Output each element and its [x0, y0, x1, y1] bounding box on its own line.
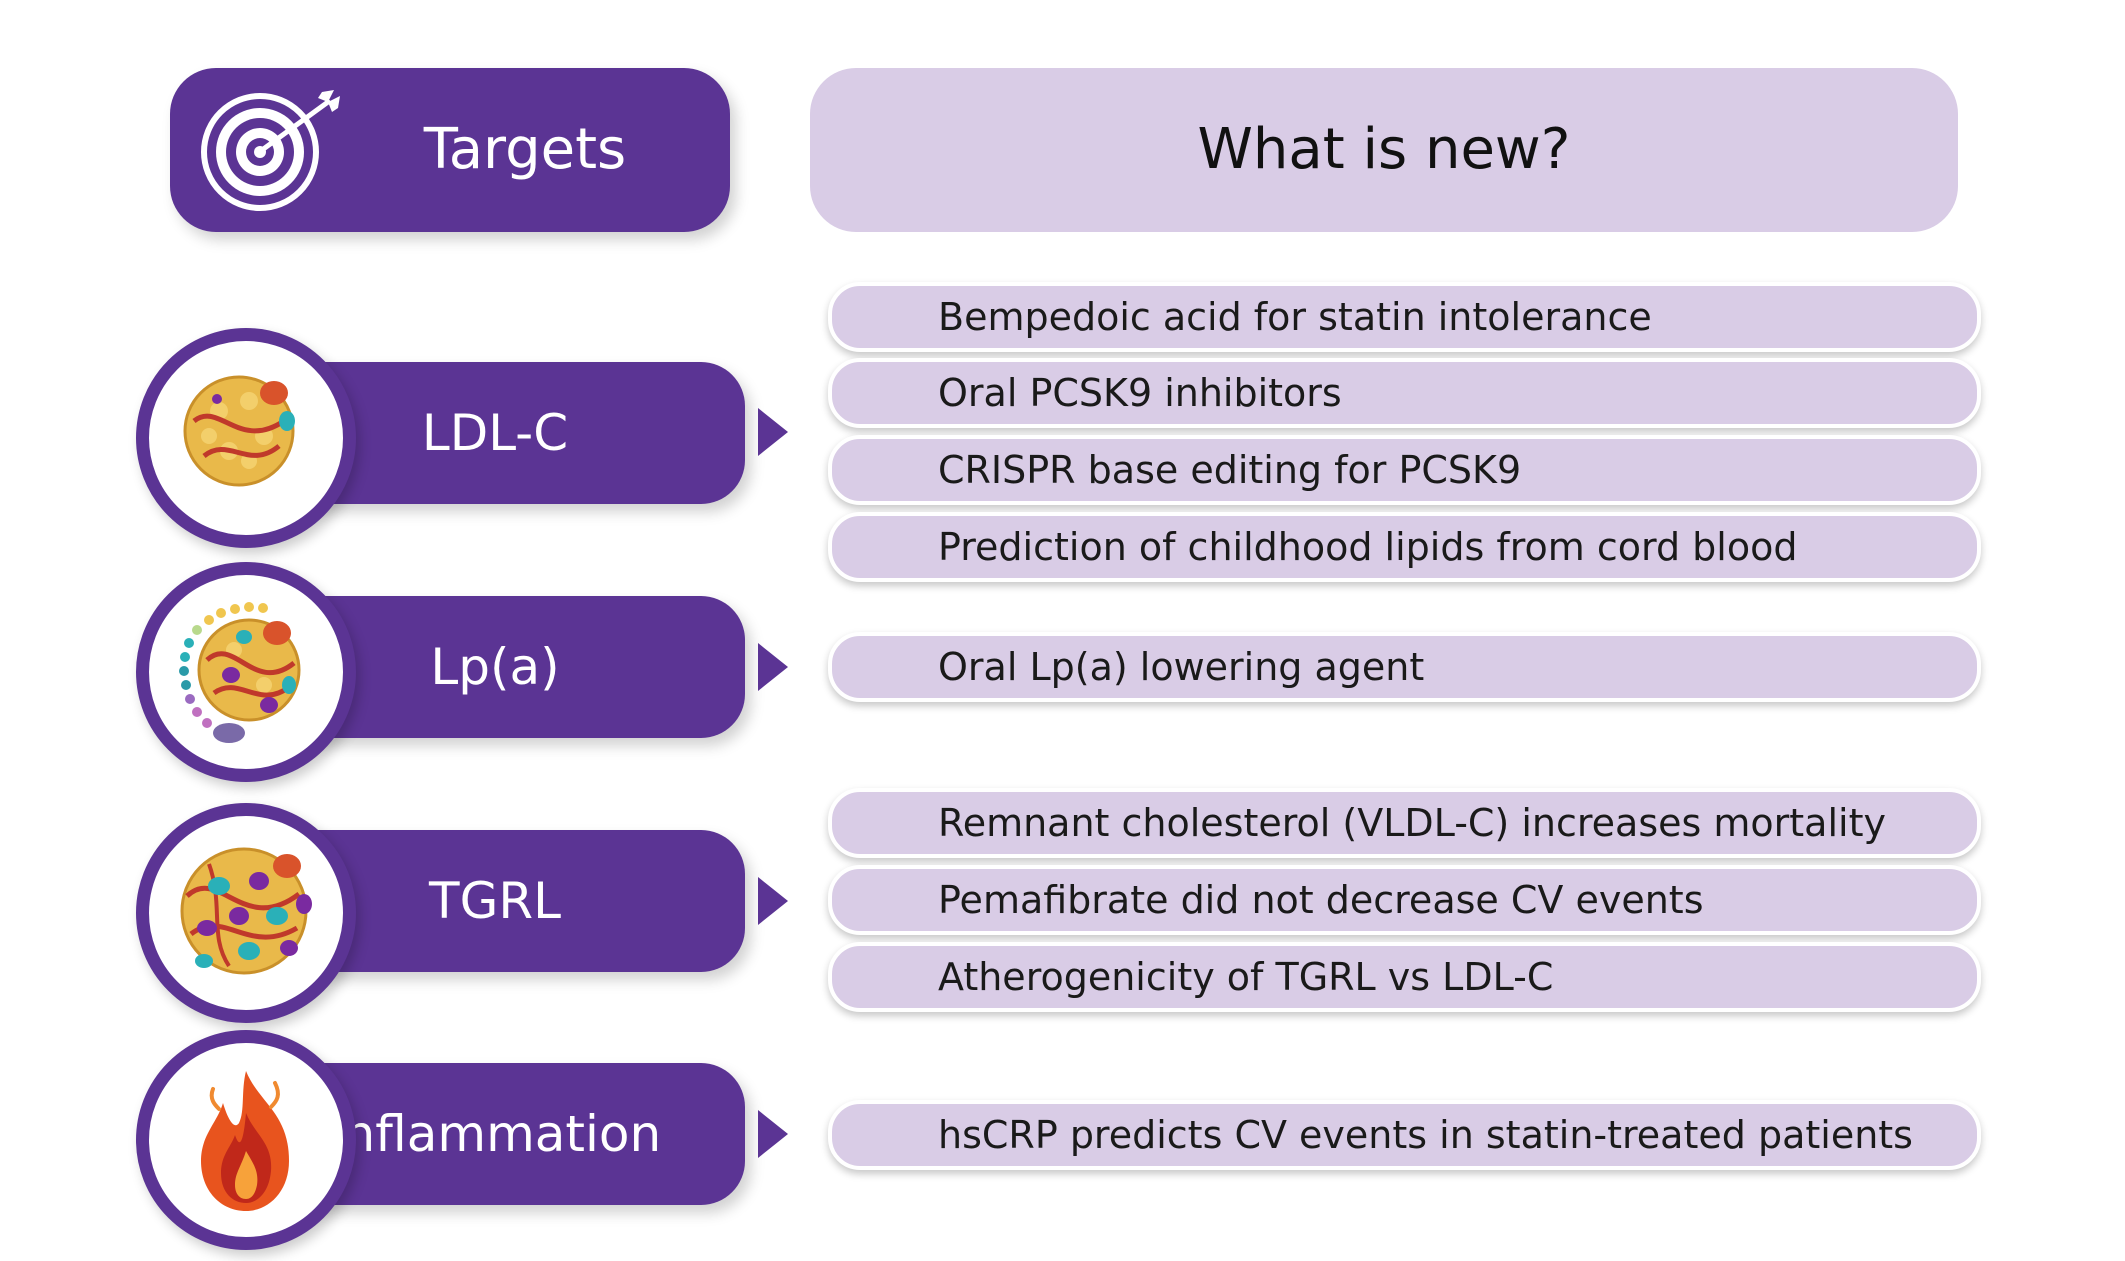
target-label: Inflammation	[328, 1105, 662, 1163]
tgrl-particle-icon	[180, 847, 312, 975]
arrow-inflammation	[758, 1110, 788, 1158]
item-text: Remnant cholesterol (VLDL-C) increases m…	[938, 801, 1886, 845]
target-circle-tgrl	[136, 803, 356, 1023]
list-item: Atherogenicity of TGRL vs LDL-C	[828, 942, 1981, 1012]
list-item: Prediction of childhood lipids from cord…	[828, 512, 1981, 582]
arrow-ldl-c	[758, 408, 788, 456]
list-item: Bempedoic acid for statin intolerance	[828, 282, 1981, 352]
item-text: Prediction of childhood lipids from cord…	[938, 525, 1798, 569]
list-item: Remnant cholesterol (VLDL-C) increases m…	[828, 788, 1981, 858]
target-circle-inflammation	[136, 1030, 356, 1250]
flame-icon	[201, 1071, 289, 1211]
targets-title: Targets	[423, 117, 627, 182]
list-item: CRISPR base editing for PCSK9	[828, 435, 1981, 505]
what-is-new-title: What is new?	[1197, 117, 1571, 182]
targets-header: Targets	[170, 68, 730, 232]
what-is-new-header: What is new?	[810, 68, 1958, 232]
arrow-lpa	[758, 643, 788, 691]
target-label: Lp(a)	[430, 638, 560, 696]
target-circle-lpa	[136, 562, 356, 782]
item-text: Atherogenicity of TGRL vs LDL-C	[938, 955, 1554, 999]
item-text: hsCRP predicts CV events in statin-treat…	[938, 1113, 1913, 1157]
list-item: Pemafibrate did not decrease CV events	[828, 865, 1981, 935]
list-item: Oral PCSK9 inhibitors	[828, 358, 1981, 428]
item-text: Oral PCSK9 inhibitors	[938, 371, 1342, 415]
target-arrow-icon	[201, 90, 340, 211]
arrow-tgrl	[758, 877, 788, 925]
target-circle-ldl-c	[136, 328, 356, 548]
item-text: Bempedoic acid for statin intolerance	[938, 295, 1652, 339]
target-label: LDL-C	[421, 404, 569, 462]
lpa-particle-icon	[179, 602, 301, 743]
item-text: Oral Lp(a) lowering agent	[938, 645, 1425, 689]
target-label: TGRL	[429, 872, 561, 930]
list-item: Oral Lp(a) lowering agent	[828, 632, 1981, 702]
ldl-particle-icon	[183, 375, 295, 487]
list-item: hsCRP predicts CV events in statin-treat…	[828, 1100, 1981, 1170]
item-text: CRISPR base editing for PCSK9	[938, 448, 1522, 492]
item-text: Pemafibrate did not decrease CV events	[938, 878, 1704, 922]
